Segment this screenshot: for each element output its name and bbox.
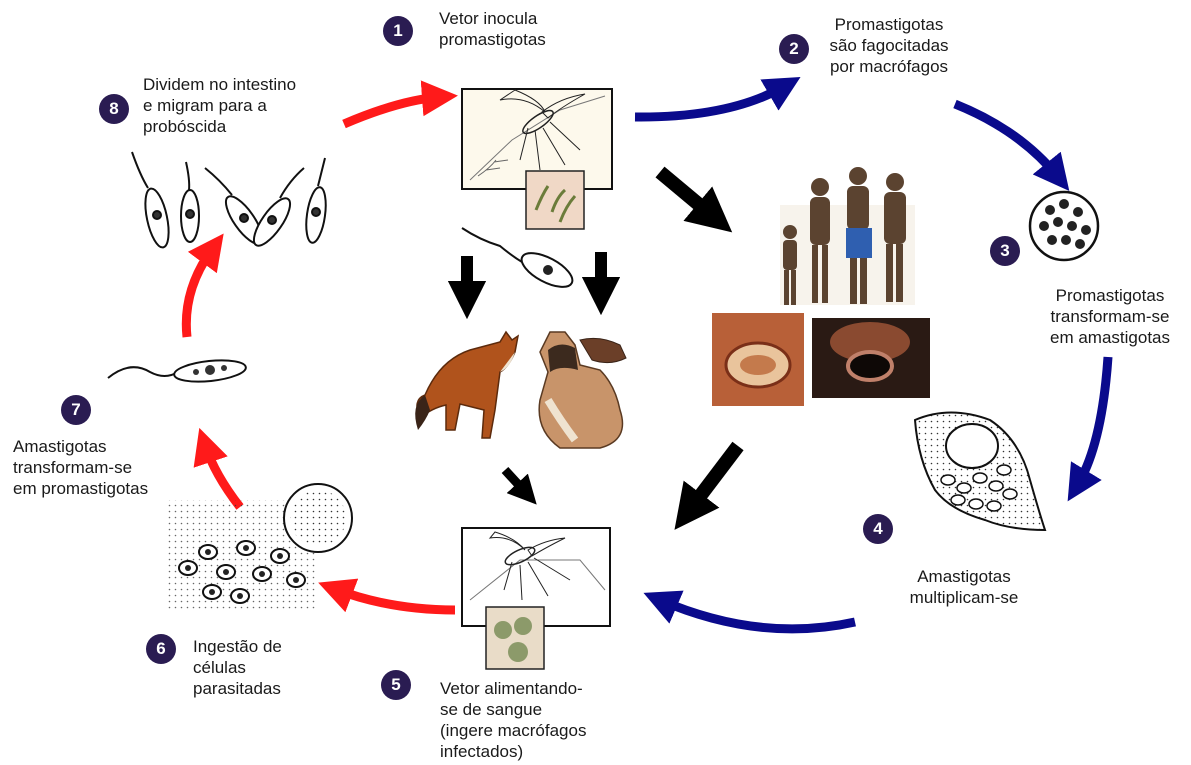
promastigotes-dividing xyxy=(132,152,329,251)
arrow-animals-to-vector xyxy=(505,470,527,494)
step-1-badge: 1 xyxy=(383,16,413,46)
step-6-badge: 6 xyxy=(146,634,176,664)
step-7-badge: 7 xyxy=(61,395,91,425)
step-1-label: Vetor inocula promastigotas xyxy=(439,8,546,50)
step-4-badge: 4 xyxy=(863,514,893,544)
amastigotes-multiplying xyxy=(915,413,1045,531)
step-2-label: Promastigotas são fagocitadas por macróf… xyxy=(818,14,960,77)
sandfly-panel-bottom xyxy=(462,528,610,669)
arrow-humans-to-vector xyxy=(688,446,738,512)
step-7-label: Amastigotas transformam-se em promastigo… xyxy=(13,436,148,499)
arrow-2-to-3 xyxy=(955,104,1058,177)
dog-image xyxy=(539,332,626,448)
arrow-6-to-7 xyxy=(205,445,240,507)
lesion-photos xyxy=(712,313,930,406)
arrow-1-to-2 xyxy=(635,86,785,117)
step-5-label: Vetor alimentando- se de sangue (ingere … xyxy=(440,678,586,762)
step-8-badge: 8 xyxy=(99,94,129,124)
arrow-3-to-4 xyxy=(1077,357,1108,486)
step-3-badge: 3 xyxy=(990,236,1020,266)
promastigote-step7 xyxy=(108,357,247,384)
fox-image xyxy=(415,332,518,438)
arrow-8-to-1 xyxy=(344,97,440,124)
step-3-label: Promastigotas transformam-se em amastigo… xyxy=(1034,285,1186,348)
step-8-label: Dividem no intestino e migram para a pro… xyxy=(143,74,296,137)
arrow-5-to-6 xyxy=(335,589,455,610)
parasitized-cells xyxy=(168,484,352,610)
step-4-label: Amastigotas multiplicam-se xyxy=(895,566,1033,608)
arrow-vector-to-humans xyxy=(660,172,715,218)
infected-macrophage xyxy=(1030,192,1098,260)
patients-photo xyxy=(780,167,915,305)
sandfly-panel-top xyxy=(462,89,612,229)
step-6-label: Ingestão de células parasitadas xyxy=(193,636,282,699)
arrow-4-to-5 xyxy=(660,600,855,629)
step-5-badge: 5 xyxy=(381,670,411,700)
promastigote-center xyxy=(462,228,577,294)
arrow-7-to-8 xyxy=(186,248,213,337)
step-2-badge: 2 xyxy=(779,34,809,64)
